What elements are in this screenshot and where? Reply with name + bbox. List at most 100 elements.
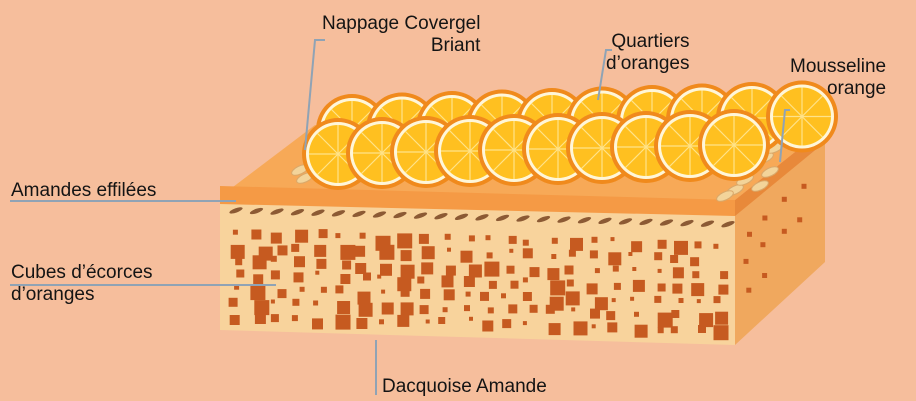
orange-peel-cube (762, 273, 767, 278)
orange-peel-cube (253, 274, 263, 284)
orange-peel-cube (469, 317, 473, 321)
orange-peel-cube (632, 267, 636, 271)
orange-peel-cube (671, 326, 678, 333)
orange-peel-cube (380, 264, 392, 276)
orange-peel-cube (446, 266, 456, 276)
orange-peel-cube (633, 280, 645, 292)
orange-peel-cube (271, 256, 277, 262)
orange-peel-cube (635, 325, 648, 338)
orange-peel-cube (443, 307, 448, 312)
orange-peel-cube (658, 240, 667, 249)
orange-peel-cube (501, 293, 506, 298)
orange-peel-cube (746, 288, 751, 293)
orange-peel-cube (508, 304, 517, 313)
orange-peel-cube (294, 272, 304, 282)
orange-peel-cube (690, 257, 699, 266)
orange-peel-cube (488, 307, 494, 313)
orange-peel-cube (592, 237, 598, 243)
orange-peel-cube (291, 244, 299, 252)
orange-peel-cube (442, 275, 454, 287)
orange-peel-cube (421, 262, 433, 274)
orange-peel-cube (802, 184, 807, 189)
orange-peel-cube (461, 251, 473, 263)
orange-peel-cube (574, 321, 588, 335)
orange-peel-cube (250, 285, 265, 300)
orange-peel-cube (271, 300, 275, 304)
orange-peel-cube (295, 230, 308, 243)
orange-peel-cube (658, 313, 673, 328)
label-cubes: Cubes d’écorces d’oranges (11, 262, 153, 306)
orange-peel-cube (401, 302, 414, 315)
orange-peel-cube (335, 233, 340, 238)
orange-peel-cube (523, 248, 533, 258)
orange-peel-cube (278, 245, 288, 255)
orange-peel-cube (271, 314, 279, 322)
orange-peel-cube (363, 273, 371, 281)
label-amandes-line-1: Amandes effilées (11, 180, 156, 202)
orange-peel-cube (546, 305, 555, 314)
orange-peel-cube (397, 315, 409, 327)
orange-peel-cube (691, 283, 704, 296)
orange-peel-cube (744, 259, 749, 264)
label-mousseline-line-2: orange (790, 78, 886, 100)
orange-peel-cube (507, 266, 515, 274)
orange-peel-cube (482, 321, 493, 332)
orange-peel-cube (271, 233, 282, 244)
orange-peel-cube (523, 277, 528, 282)
label-dacquoise: Dacquoise Amande (382, 376, 547, 398)
orange-peel-cube (397, 233, 412, 248)
orange-peel-cube (480, 292, 489, 301)
orange-peel-cube (236, 270, 244, 278)
orange-peel-cube (523, 292, 532, 301)
orange-peel-cube (782, 197, 787, 202)
orange-peel-cube (292, 299, 299, 306)
orange-peel-cube (382, 303, 394, 315)
orange-peel-cube (336, 315, 351, 330)
orange-peel-cube (426, 320, 430, 324)
orange-peel-cube (342, 261, 351, 270)
orange-peel-cube (530, 267, 540, 277)
orange-peel-cube (271, 270, 280, 279)
orange-peel-cube (628, 252, 632, 256)
orange-peel-cube (674, 241, 688, 255)
orange-peel-cube (782, 229, 787, 234)
orange-peel-cube (630, 297, 634, 301)
orange-peel-cube (571, 307, 575, 311)
orange-peel-cube (547, 268, 559, 280)
label-quartiers: Quartiers d’oranges (606, 31, 689, 75)
orange-peel-cube (229, 298, 238, 307)
orange-peel-cube (715, 312, 728, 325)
orange-peel-cube (747, 232, 752, 237)
orange-peel-cube (313, 301, 318, 306)
orange-peel-cube (523, 321, 527, 325)
orange-peel-cube (590, 309, 600, 319)
orange-peel-cube (316, 259, 326, 269)
orange-peel-cube (658, 284, 666, 292)
orange-peel-cube (509, 249, 513, 253)
orange-peel-cube (444, 289, 455, 300)
orange-peel-cube (552, 238, 558, 244)
orange-peel-cube (611, 237, 615, 241)
orange-peel-cube (354, 246, 365, 257)
orange-peel-cube (355, 263, 366, 274)
orange-peel-cube (566, 291, 580, 305)
orange-peel-cube (381, 290, 385, 294)
orange-peel-cube (356, 318, 367, 329)
orange-peel-cube (549, 323, 561, 335)
orange-peel-cube (697, 299, 701, 303)
orange-peel-cube (419, 234, 429, 244)
orange-peel-cube (550, 280, 565, 295)
orange-peel-cube (658, 269, 662, 273)
orange-peel-cube (231, 245, 245, 259)
orange-quarter (698, 109, 770, 181)
orange-peel-cube (292, 315, 298, 321)
orange-peel-cube (337, 301, 350, 314)
orange-peel-cube (608, 252, 621, 265)
orange-peel-cube (569, 250, 576, 257)
orange-peel-cube (300, 287, 305, 292)
orange-peel-cube (484, 262, 499, 277)
orange-peel-cube (612, 298, 616, 302)
orange-peel-cube (718, 285, 728, 295)
orange-peel-cube (714, 325, 729, 340)
